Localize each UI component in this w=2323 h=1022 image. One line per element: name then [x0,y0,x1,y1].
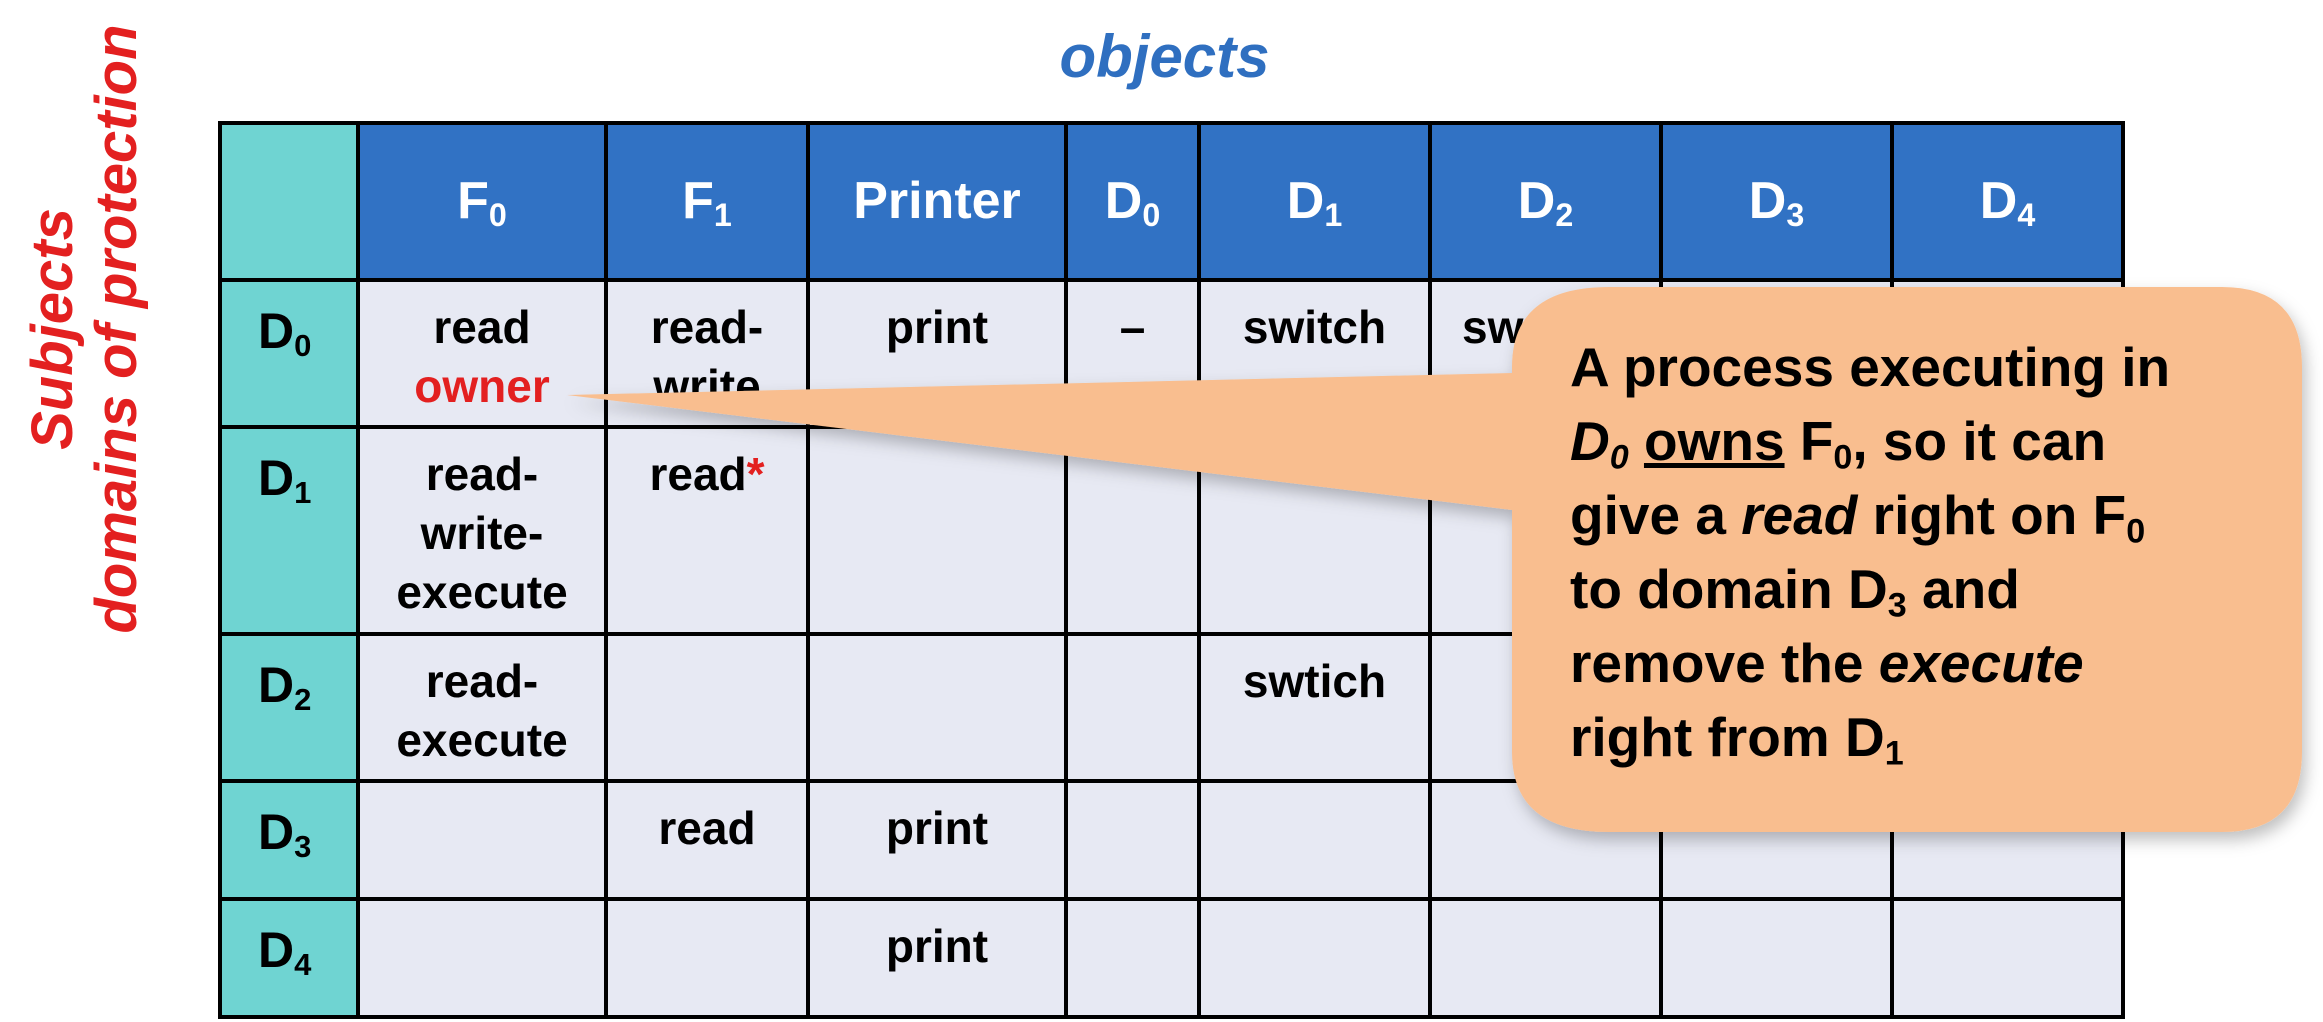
cell-d3-f0 [356,779,608,901]
cell-d4-d2 [1428,897,1663,1019]
cell-d3-d0 [1064,779,1201,901]
cell-d3-f1: read [604,779,810,901]
cell-d4-printer: print [806,897,1068,1019]
cell-d4-f1 [604,897,810,1019]
row-header-d3: D3 [218,779,360,901]
cell-d1-f0: read-write-execute [356,425,608,636]
cell-d3-d1 [1197,779,1432,901]
cell-d1-printer [806,425,1068,636]
col-header-f0: F0 [356,121,608,282]
col-header-d3: D3 [1659,121,1894,282]
cell-d4-d1 [1197,897,1432,1019]
cell-d2-f1 [604,632,810,783]
col-header-d1: D1 [1197,121,1432,282]
col-header-printer: Printer [806,121,1068,282]
cell-d4-f0 [356,897,608,1019]
cell-d4-d0 [1064,897,1201,1019]
col-header-d0: D0 [1064,121,1201,282]
col-header-d4: D4 [1890,121,2125,282]
callout-text: A process executing in D0 owns F0, so it… [1570,336,2171,773]
row-header-d1: D1 [218,425,360,636]
header-row: F0 F1 Printer D0 D1 D2 D3 D4 [218,121,2125,282]
row-header-d0: D0 [218,278,360,429]
cell-d2-printer [806,632,1068,783]
objects-label: objects [1059,23,1270,90]
col-header-d2: D2 [1428,121,1663,282]
cell-d2-d0 [1064,632,1201,783]
col-header-f1: F1 [604,121,810,282]
matrix-row-d4: D4 print [218,897,2125,1019]
row-header-d2: D2 [218,632,360,783]
cell-d2-d1: swtich [1197,632,1432,783]
cell-d3-printer: print [806,779,1068,901]
corner-cell [218,121,360,282]
cell-d4-d3 [1659,897,1894,1019]
row-header-d4: D4 [218,897,360,1019]
cell-d4-d4 [1890,897,2125,1019]
cell-d2-f0: read-execute [356,632,608,783]
copy-flag-asterisk: * [746,448,765,500]
owner-right: owner [414,360,550,412]
callout-shape [567,287,2302,832]
cell-d1-f1: read* [604,425,810,636]
